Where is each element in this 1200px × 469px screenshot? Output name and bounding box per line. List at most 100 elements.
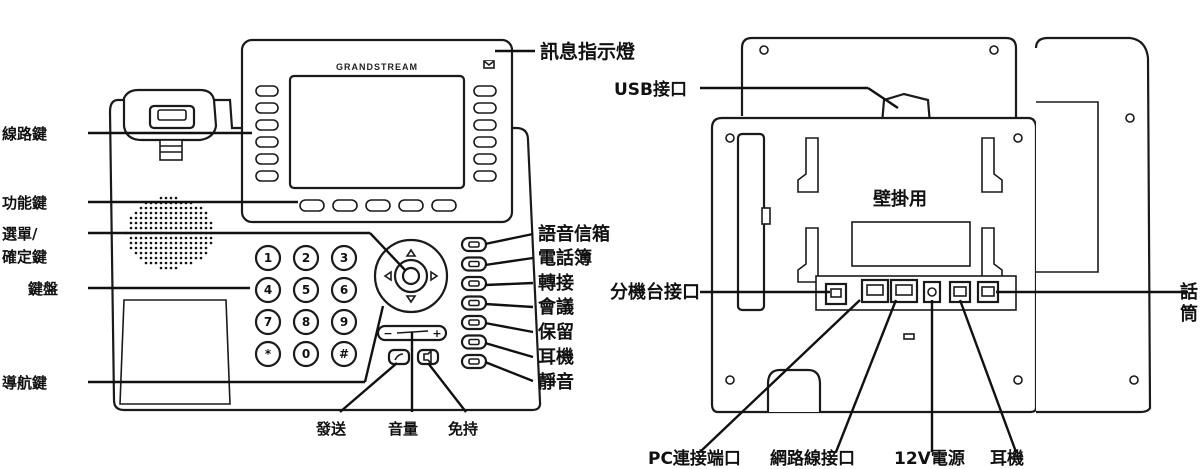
grille-hole xyxy=(174,206,178,210)
nav-right-arrow-icon[interactable] xyxy=(430,270,439,282)
grille-hole xyxy=(174,256,178,260)
grille-hole xyxy=(169,196,173,200)
keypad-key[interactable] xyxy=(292,244,320,272)
line-key-right[interactable] xyxy=(473,153,497,165)
label-function-keys: 功能鍵 xyxy=(2,194,47,212)
label-select-line1: 選單/ xyxy=(2,225,38,243)
grille-hole xyxy=(164,256,168,260)
grille-hole xyxy=(139,246,143,250)
line-key-right[interactable] xyxy=(473,136,497,148)
wall-hook xyxy=(981,137,1003,193)
grille-hole xyxy=(139,211,143,215)
nav-up-arrow-icon[interactable] xyxy=(405,248,417,257)
keypad-key[interactable] xyxy=(330,244,358,272)
wall-hook xyxy=(797,227,819,283)
line-key-right[interactable] xyxy=(473,85,497,97)
grille-hole xyxy=(179,236,183,240)
function-key[interactable] xyxy=(398,199,424,212)
keypad-key-label: 4 xyxy=(264,283,272,297)
grille-hole xyxy=(189,236,193,240)
grille-hole xyxy=(189,216,193,220)
function-key[interactable] xyxy=(299,199,325,212)
nav-down-arrow-icon[interactable] xyxy=(405,295,417,304)
back-callouts xyxy=(699,86,1188,453)
hook-spring xyxy=(159,139,183,161)
keypad-key[interactable] xyxy=(292,276,320,304)
line-key-right[interactable] xyxy=(473,119,497,131)
line-key-left[interactable] xyxy=(255,136,279,148)
grille-hole xyxy=(134,246,138,250)
grille-hole xyxy=(149,246,153,250)
line-key-left[interactable] xyxy=(255,153,279,165)
line-key-left[interactable] xyxy=(255,170,279,182)
grille-hole xyxy=(204,216,208,220)
grille-hole xyxy=(184,216,188,220)
label-handset-line2: 筒 xyxy=(1180,303,1198,325)
grille-hole xyxy=(189,246,193,250)
keypad-key[interactable] xyxy=(254,276,282,304)
line-key-right[interactable] xyxy=(473,170,497,182)
keypad-key[interactable] xyxy=(292,340,320,368)
grille-hole xyxy=(134,241,138,245)
keypad-key[interactable] xyxy=(292,308,320,336)
keypad-key[interactable] xyxy=(330,308,358,336)
callout-network xyxy=(834,299,898,453)
grille-hole xyxy=(139,216,143,220)
screw-icon xyxy=(725,133,735,143)
keypad-key-label: 3 xyxy=(340,251,348,265)
screw-icon xyxy=(1125,113,1135,123)
keypad-key-label: 7 xyxy=(264,315,272,329)
power-jack-inner xyxy=(927,287,937,297)
screw-icon xyxy=(1013,133,1023,143)
nav-left-arrow-icon[interactable] xyxy=(383,270,392,282)
grille-hole xyxy=(159,266,163,270)
grille-hole xyxy=(169,241,173,245)
back-foot xyxy=(766,368,822,412)
keypad-key[interactable] xyxy=(330,276,358,304)
function-key[interactable] xyxy=(332,199,358,212)
grille-hole xyxy=(154,241,158,245)
volume-minus-icon: − xyxy=(383,327,392,340)
label-voicemail: 語音信箱 xyxy=(538,223,610,245)
network-port-inner xyxy=(895,284,913,296)
label-pc-port: PC連接端口 xyxy=(648,448,741,469)
line-key-left[interactable] xyxy=(255,102,279,114)
line-keys xyxy=(255,85,497,182)
line-key-left[interactable] xyxy=(255,85,279,97)
grille-hole xyxy=(184,236,188,240)
grille-hole xyxy=(179,241,183,245)
grille-hole xyxy=(204,241,208,245)
feature-key-icon xyxy=(468,319,480,326)
function-key[interactable] xyxy=(365,199,391,212)
line-key-left[interactable] xyxy=(255,119,279,131)
grille-hole xyxy=(154,256,158,260)
grille-hole xyxy=(154,226,158,230)
grille-hole xyxy=(149,206,153,210)
grille-hole xyxy=(204,211,208,215)
grille-hole xyxy=(189,206,193,210)
keypad-key[interactable] xyxy=(254,340,282,368)
grille-hole xyxy=(204,221,208,225)
grille-hole xyxy=(139,226,143,230)
grille-hole xyxy=(159,226,163,230)
keypad-key[interactable] xyxy=(330,340,358,368)
keypad-key[interactable] xyxy=(254,244,282,272)
grille-hole xyxy=(184,256,188,260)
function-key[interactable] xyxy=(431,199,457,212)
grille-hole xyxy=(194,246,198,250)
keypad-key-label: * xyxy=(265,347,272,361)
callout-voicemail xyxy=(484,232,534,246)
grille-hole xyxy=(164,261,168,265)
screw-icon xyxy=(725,375,735,385)
line-key-right[interactable] xyxy=(473,102,497,114)
grille-hole xyxy=(159,251,163,255)
grille-hole xyxy=(174,216,178,220)
grille-hole xyxy=(204,246,208,250)
keypad-key[interactable] xyxy=(254,308,282,336)
grille-hole xyxy=(139,251,143,255)
label-keypad: 鍵盤 xyxy=(28,280,59,298)
grille-hole xyxy=(174,236,178,240)
label-line-keys: 線路鍵 xyxy=(2,125,47,143)
grille-hole xyxy=(154,246,158,250)
